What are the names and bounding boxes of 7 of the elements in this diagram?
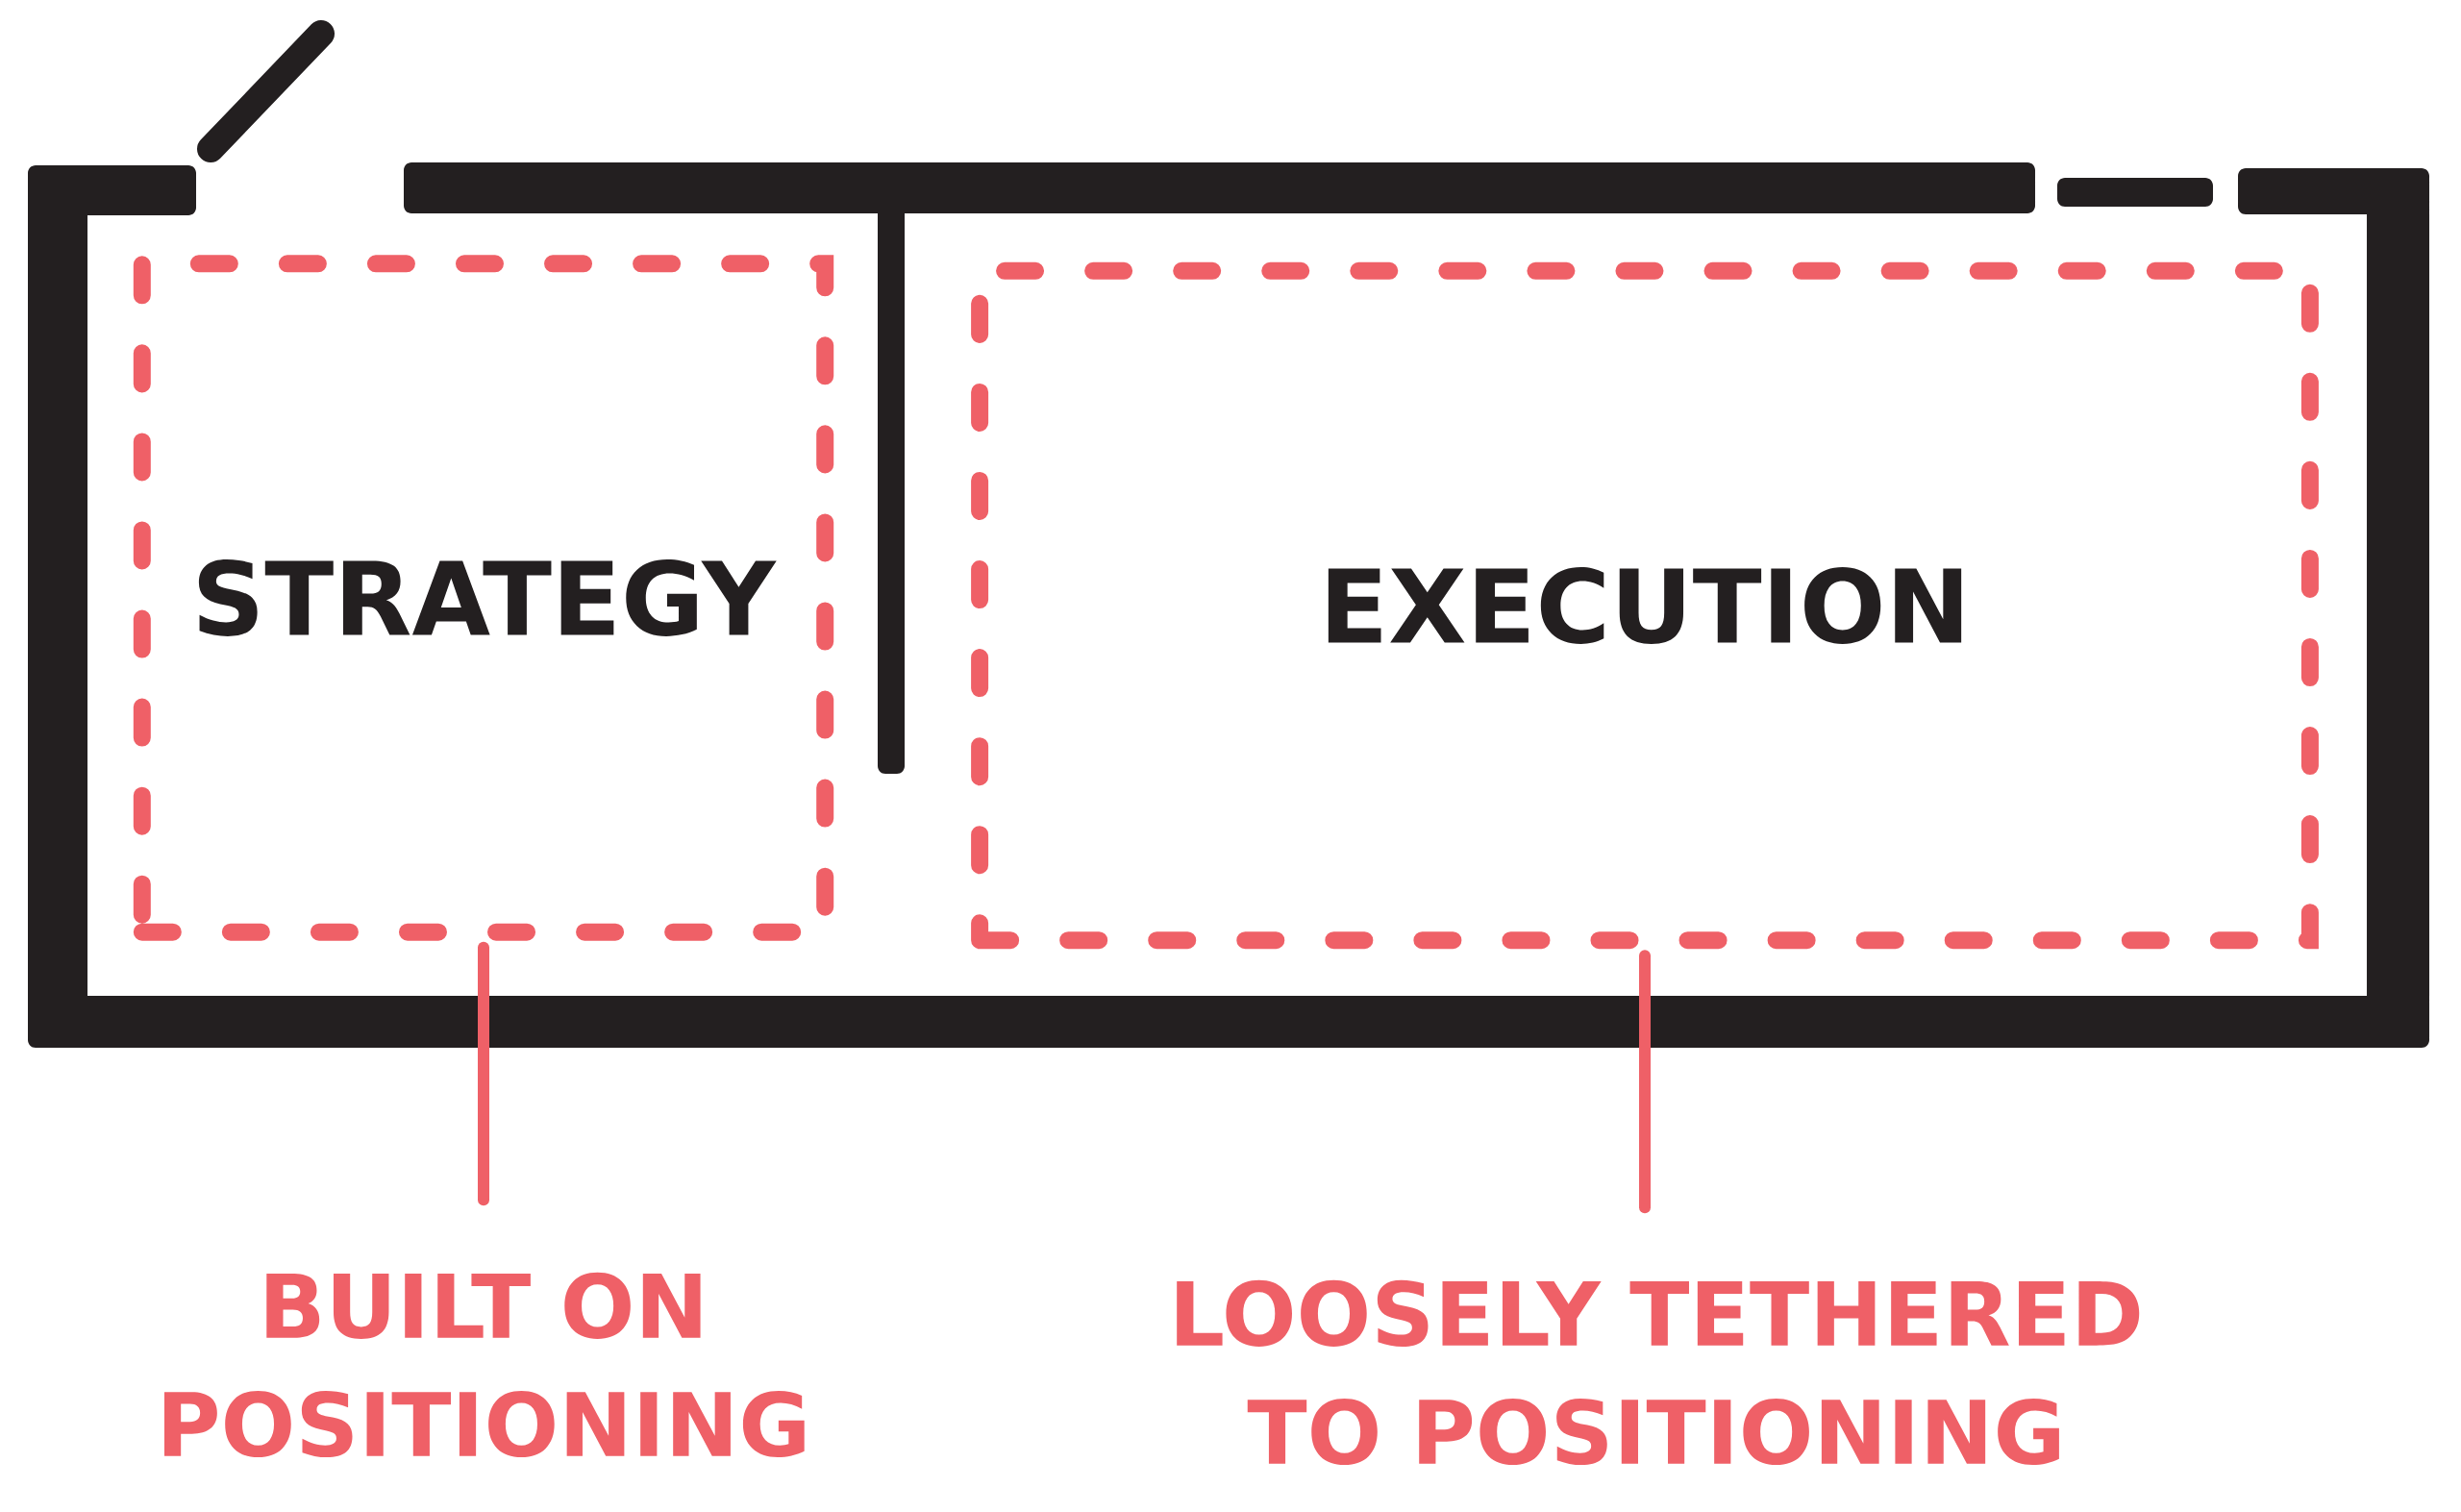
leader-line <box>1639 950 1652 1214</box>
annotation: LOOSELY TETHERED TO POSITIONING <box>1177 1279 2140 1466</box>
frame <box>28 162 2430 1048</box>
dashed-box: EXECUTION <box>971 261 2319 950</box>
dashed-box: STRATEGY <box>133 255 834 941</box>
annotation: BUILT ON POSITIONING <box>163 1272 805 1458</box>
leader-line <box>478 941 489 1206</box>
